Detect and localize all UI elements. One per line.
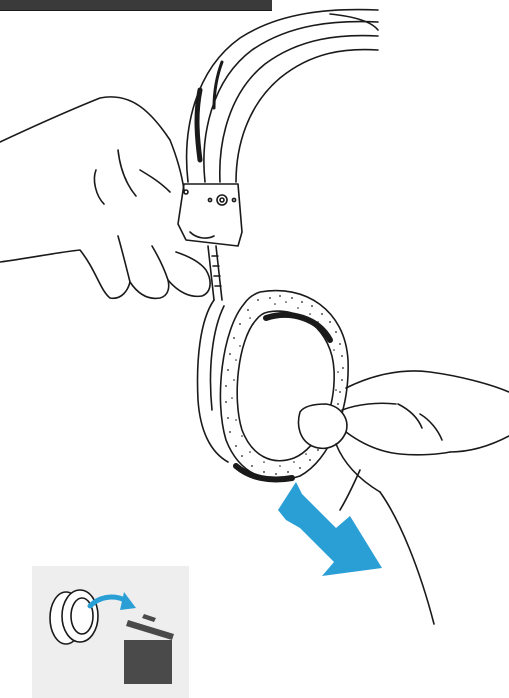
remove-direction-arrow-icon: [278, 482, 382, 576]
headband: [187, 10, 378, 182]
discard-earpad-inset: [32, 566, 189, 698]
old-earpad-icon: [50, 590, 98, 644]
trash-bin-icon: [124, 614, 174, 684]
right-hand: [299, 371, 509, 624]
earpad: [220, 291, 348, 480]
left-hand: [0, 97, 210, 299]
